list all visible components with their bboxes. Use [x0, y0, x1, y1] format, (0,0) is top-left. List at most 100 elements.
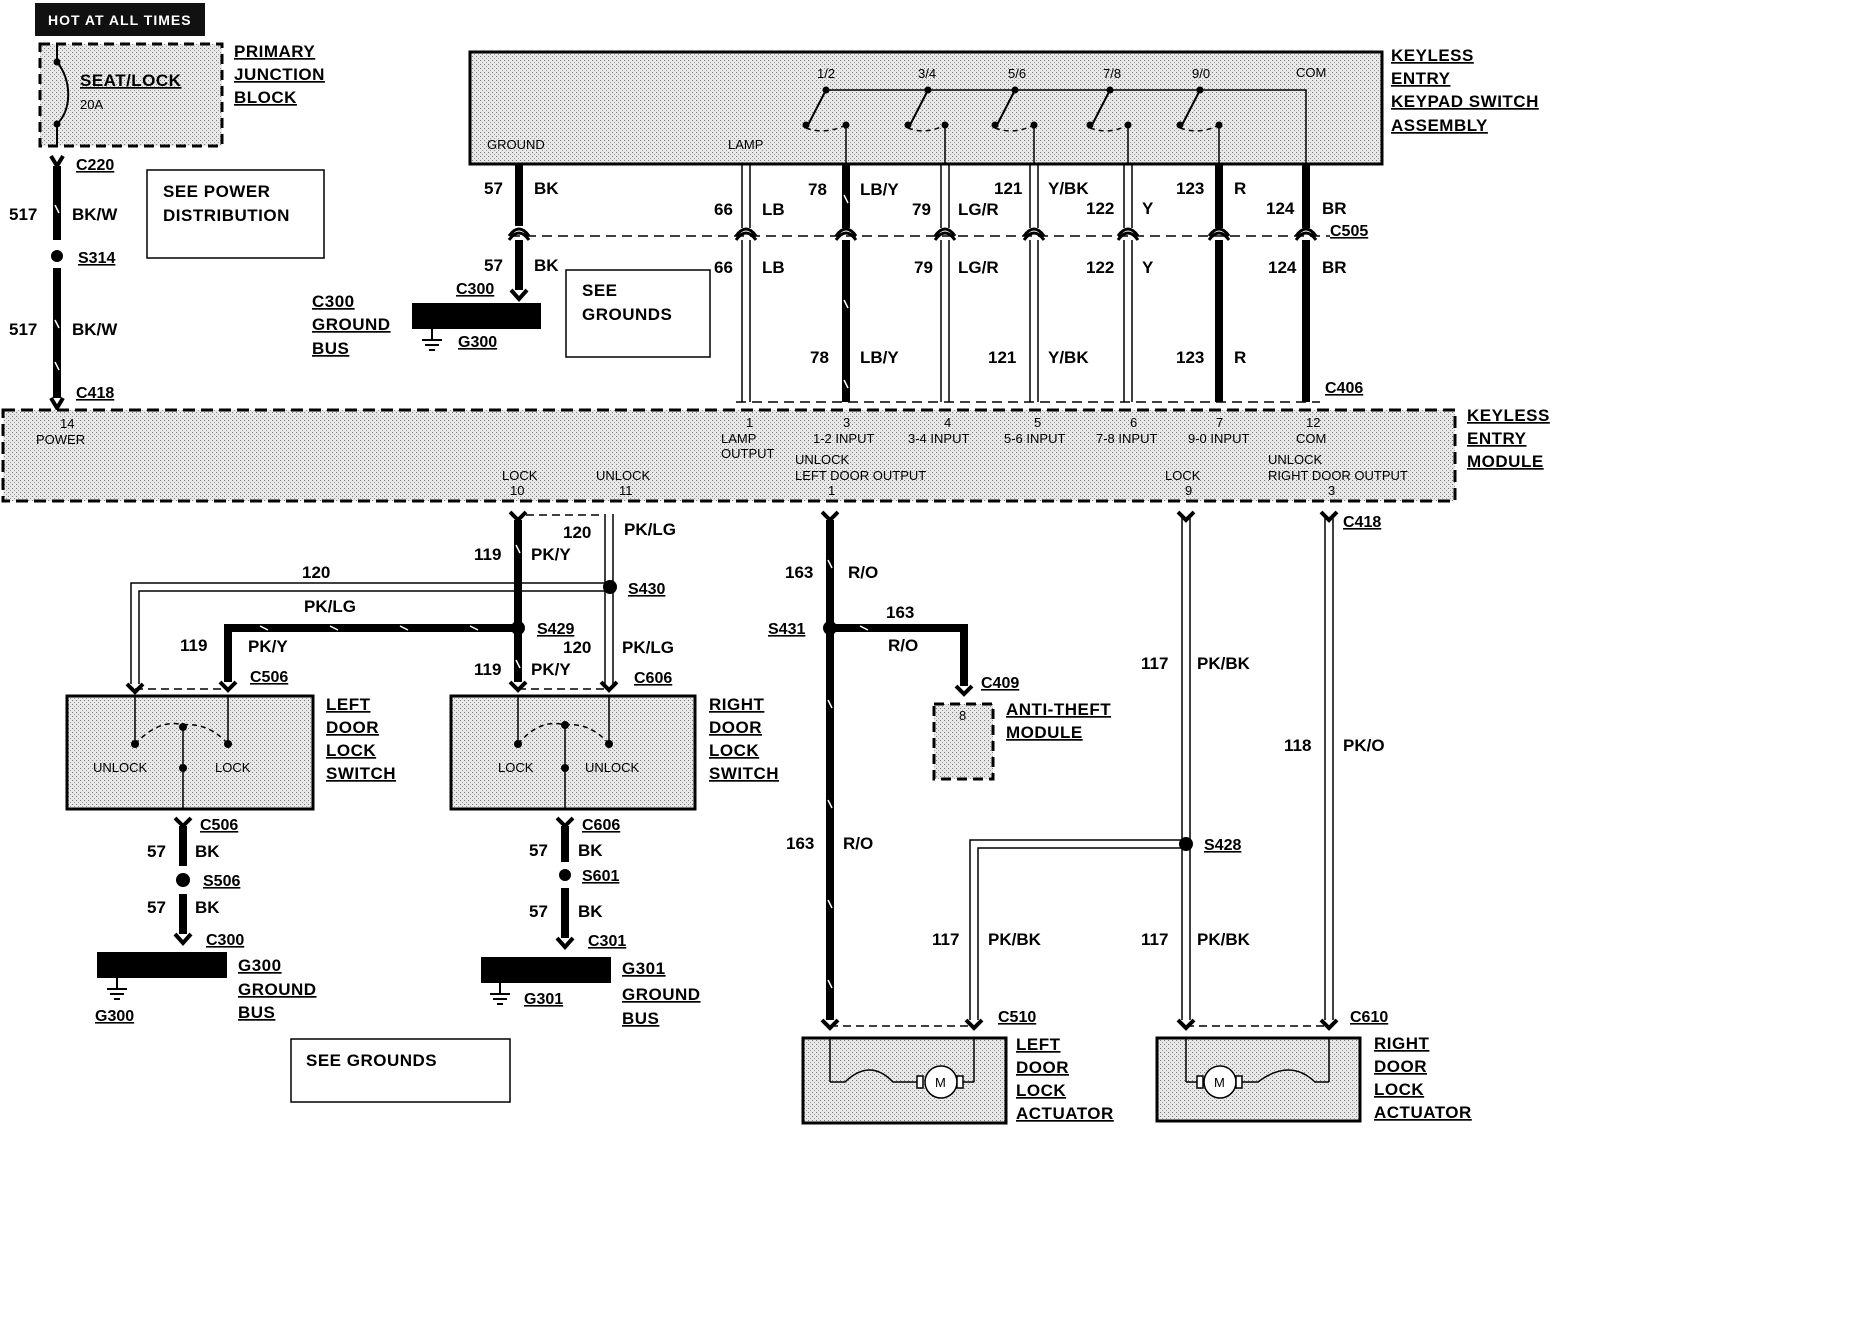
wire-119-to-left-switch: 119 PK/Y C506: [125, 624, 518, 695]
wire-163-to-anti-theft: 163 R/O C409: [830, 603, 1019, 697]
svg-text:66: 66: [714, 200, 733, 219]
svg-text:57: 57: [147, 842, 166, 861]
svg-text:BK: BK: [578, 902, 603, 921]
svg-text:ENTRY: ENTRY: [1391, 69, 1451, 88]
svg-text:G300: G300: [238, 956, 282, 975]
left-door-lock-switch: UNLOCK LOCK: [65, 694, 315, 811]
svg-text:PK/LG: PK/LG: [304, 597, 356, 616]
ground-g300-bottom: G300: [95, 1008, 134, 1025]
splice-s601: S601: [582, 868, 619, 885]
svg-text:PK/LG: PK/LG: [622, 638, 674, 657]
left-door-lock-switch-label: LEFT DOOR LOCK SWITCH: [326, 695, 396, 783]
svg-text:PK/Y: PK/Y: [531, 545, 571, 564]
svg-text:LEFT DOOR OUTPUT: LEFT DOOR OUTPUT: [795, 468, 926, 483]
svg-text:BK/W: BK/W: [72, 320, 118, 339]
connector-c409: C409: [981, 675, 1019, 692]
svg-text:LAMP: LAMP: [721, 431, 756, 446]
wire-120-unlock-trunk: 120 PK/LG 120 PK/LG S430: [526, 514, 676, 688]
splice-s429: S429: [537, 621, 574, 638]
svg-text:ACTUATOR: ACTUATOR: [1016, 1104, 1114, 1123]
see-grounds-box-top: SEE GROUNDS: [565, 269, 711, 358]
svg-text:LOCK: LOCK: [326, 741, 376, 760]
connector-c301: C301: [588, 933, 626, 950]
connector-c506-bottom: C506: [200, 817, 238, 834]
svg-text:PK/BK: PK/BK: [988, 930, 1042, 949]
svg-text:GROUND: GROUND: [238, 980, 317, 999]
svg-text:GROUNDS: GROUNDS: [582, 305, 672, 324]
svg-text:KEYLESS: KEYLESS: [1391, 46, 1474, 65]
svg-text:PK/BK: PK/BK: [1197, 654, 1251, 673]
svg-text:COM: COM: [1296, 431, 1326, 446]
svg-text:POWER: POWER: [36, 432, 85, 447]
svg-text:10: 10: [510, 483, 524, 498]
svg-text:ENTRY: ENTRY: [1467, 429, 1527, 448]
splice-s506: S506: [203, 873, 240, 890]
svg-text:57: 57: [484, 179, 503, 198]
keypad-ground-label: GROUND: [487, 137, 545, 152]
svg-text:DOOR: DOOR: [326, 718, 379, 737]
svg-text:PK/BK: PK/BK: [1197, 930, 1251, 949]
left-switch-ground-wire: C506 57 BK S506 57 BK C300: [147, 816, 244, 949]
svg-text:BK: BK: [534, 179, 559, 198]
svg-text:7-8 INPUT: 7-8 INPUT: [1096, 431, 1157, 446]
svg-text:7: 7: [1216, 415, 1223, 430]
svg-text:BLOCK: BLOCK: [234, 88, 297, 107]
svg-text:118: 118: [1284, 736, 1311, 755]
svg-text:119: 119: [180, 636, 207, 655]
svg-text:4: 4: [944, 415, 951, 430]
svg-text:124: 124: [1266, 199, 1295, 218]
svg-text:KEYPAD SWITCH: KEYPAD SWITCH: [1391, 92, 1539, 111]
svg-text:LEFT: LEFT: [1016, 1035, 1061, 1054]
svg-text:LOCK: LOCK: [709, 741, 759, 760]
primary-junction-block: SEAT/LOCK 20A: [38, 42, 224, 148]
svg-text:OUTPUT: OUTPUT: [721, 446, 775, 461]
splice-s314: S314: [78, 250, 115, 267]
connector-c418-power: C418: [76, 385, 114, 402]
svg-text:G301: G301: [622, 959, 666, 978]
svg-text:8: 8: [959, 708, 966, 723]
svg-text:3: 3: [843, 415, 850, 430]
wire-120-to-left-switch: 120 PK/LG: [130, 563, 605, 684]
wire-79-lg-r: 79 LG/R 79 LG/R: [912, 164, 999, 402]
svg-text:117: 117: [1141, 654, 1168, 673]
wire-123-r: 123 R 123 R: [1176, 164, 1246, 402]
svg-text:JUNCTION: JUNCTION: [234, 65, 325, 84]
splice-s430: S430: [628, 581, 665, 598]
svg-text:C300: C300: [312, 292, 355, 311]
svg-text:11: 11: [619, 483, 633, 498]
anti-theft-module: 8 ANTI-THEFT MODULE: [932, 700, 1111, 781]
svg-text:LB: LB: [762, 200, 785, 219]
wire-121-y-bk: 121 Y/BK 121 Y/BK: [988, 164, 1089, 402]
svg-text:120: 120: [563, 638, 591, 657]
motor-icon-right: M: [1214, 1075, 1225, 1090]
svg-text:9/0: 9/0: [1192, 66, 1210, 81]
wire-57-keypad-ground: 57 BK 57 BK: [484, 164, 559, 303]
svg-text:R: R: [1234, 179, 1246, 198]
svg-text:78: 78: [810, 348, 829, 367]
svg-text:120: 120: [302, 563, 330, 582]
see-grounds-box-bottom: SEE GROUNDS: [290, 1038, 511, 1103]
ground-g300-top: G300: [458, 334, 497, 351]
keyless-entry-wiring-diagram: HOT AT ALL TIMES SEAT/LOCK 20A PRIMARY J…: [1, 3, 1549, 1125]
right-door-lock-actuator: M: [1155, 1036, 1362, 1123]
svg-text:BK/W: BK/W: [72, 205, 118, 224]
splice-s431: S431: [768, 621, 805, 638]
connector-c300-bottom: C300: [206, 932, 244, 949]
connector-c510: C510: [998, 1009, 1036, 1026]
svg-text:ANTI-THEFT: ANTI-THEFT: [1006, 700, 1111, 719]
connector-c606-bottom: C606: [582, 817, 620, 834]
svg-text:57: 57: [529, 841, 548, 860]
svg-text:119: 119: [474, 545, 501, 564]
svg-text:121: 121: [988, 348, 1016, 367]
splice-s428: S428: [1204, 837, 1241, 854]
svg-text:PK/Y: PK/Y: [248, 637, 288, 656]
svg-text:9-0 INPUT: 9-0 INPUT: [1188, 431, 1249, 446]
wire-163-r-o: 163 R/O S431 163 R/O: [768, 510, 878, 1031]
left-door-lock-actuator: M: [801, 1036, 1008, 1125]
svg-text:BR: BR: [1322, 199, 1347, 218]
svg-text:LG/R: LG/R: [958, 200, 999, 219]
svg-text:3-4 INPUT: 3-4 INPUT: [908, 431, 969, 446]
ground-bus-g300: G300 G300 GROUND BUS: [95, 952, 317, 1025]
svg-text:9: 9: [1185, 483, 1192, 498]
svg-text:517: 517: [9, 320, 37, 339]
